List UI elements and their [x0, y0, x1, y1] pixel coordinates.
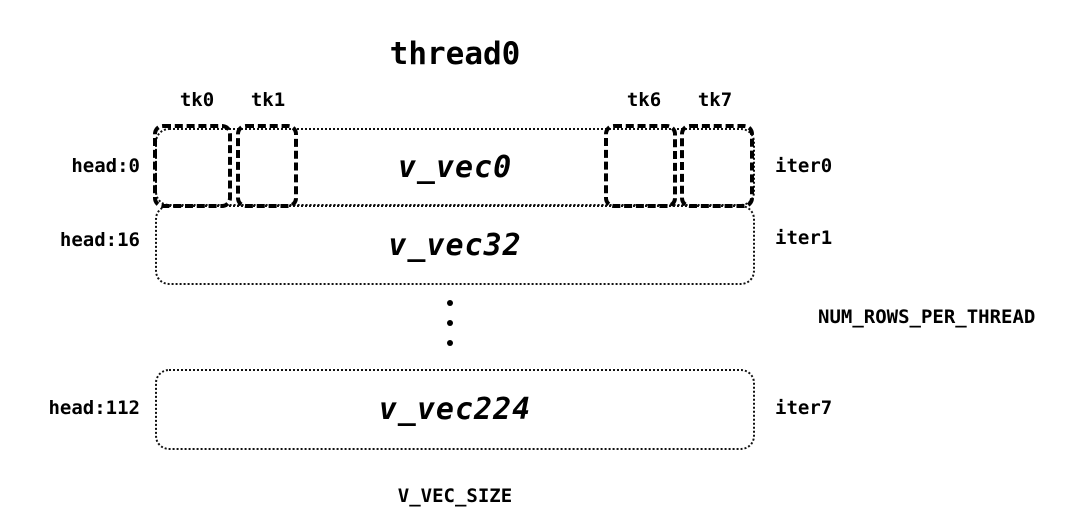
- vertical-ellipsis-icon: [444, 293, 456, 353]
- tk7-cell-box: [680, 124, 754, 208]
- tk6-cell-box: [604, 124, 677, 208]
- tick-label-tk6: tk6: [626, 89, 662, 111]
- iter-label-0: iter0: [775, 155, 833, 177]
- v-vec224-label: v_vec224: [378, 392, 532, 427]
- ellipsis-dot: [447, 320, 453, 326]
- head-label-0: head:0: [71, 155, 140, 177]
- v-vec32-label: v_vec32: [388, 227, 522, 263]
- iter-label-7: iter7: [775, 397, 833, 419]
- tk0-cell-box: [153, 124, 232, 208]
- head-label-112: head:112: [48, 397, 140, 419]
- iter-label-1: iter1: [775, 227, 833, 249]
- v-vec-size-label: V_VEC_SIZE: [397, 485, 513, 507]
- v-vec0-label: v_vec0: [397, 149, 513, 185]
- tick-label-tk1: tk1: [250, 89, 286, 111]
- num-rows-per-thread-label: NUM_ROWS_PER_THREAD: [818, 306, 1036, 328]
- vector-row-iter1: v_vec32: [155, 205, 755, 285]
- ellipsis-dot: [447, 340, 453, 346]
- tick-label-tk0: tk0: [179, 89, 215, 111]
- head-label-16: head:16: [59, 229, 140, 251]
- diagram-title: thread0: [389, 36, 521, 72]
- tick-label-tk7: tk7: [697, 89, 733, 111]
- vector-row-iter7: v_vec224: [155, 369, 755, 450]
- tk1-cell-box: [236, 124, 298, 208]
- ellipsis-dot: [447, 300, 453, 306]
